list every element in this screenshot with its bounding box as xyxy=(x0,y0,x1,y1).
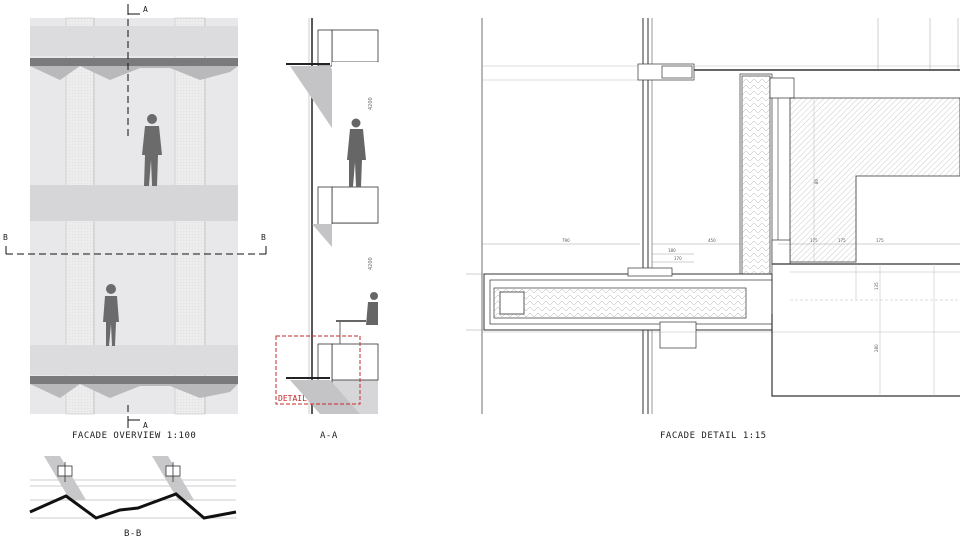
caption-facade-overview: FACADE OVERVIEW 1:100 xyxy=(72,431,197,441)
facade-overview-elevation xyxy=(5,4,267,428)
dim-small-1: 180 xyxy=(668,248,676,253)
caption-section-bb: B-B xyxy=(124,529,142,539)
section-marker-a-bottom: A xyxy=(143,421,148,430)
dim-slab-depth: 790 xyxy=(562,238,570,243)
dim-small-2: 170 xyxy=(674,256,682,261)
person-seated-icon xyxy=(336,292,378,344)
person-standing-icon xyxy=(347,118,366,187)
dim-vert-2: 135 xyxy=(874,282,879,290)
person-standing-icon xyxy=(142,114,162,186)
section-marker-a-top: A xyxy=(143,5,148,14)
detail-callout-label: DETAIL xyxy=(278,394,307,403)
dim-gap: 450 xyxy=(708,238,716,243)
caption-section-aa: A-A xyxy=(320,431,338,441)
detail-callout-box[interactable] xyxy=(275,335,361,405)
caption-facade-detail: FACADE DETAIL 1:15 xyxy=(660,431,767,441)
person-standing-icon xyxy=(103,284,119,346)
section-aa-drawing xyxy=(286,18,379,414)
section-marker-b-right: B xyxy=(261,233,266,242)
dim-vert-1: 80 xyxy=(814,178,819,184)
floor-height-dim-1: 4200 xyxy=(368,97,374,110)
floor-height-dim-2: 4200 xyxy=(368,257,374,270)
dim-vert-3: 280 xyxy=(874,344,879,352)
dim-b: 175 xyxy=(838,238,846,243)
section-bb-drawing xyxy=(29,456,237,520)
section-marker-b-left: B xyxy=(3,233,8,242)
facade-detail-drawing xyxy=(466,18,960,414)
dim-c: 175 xyxy=(876,238,884,243)
dim-a: 175 xyxy=(810,238,818,243)
